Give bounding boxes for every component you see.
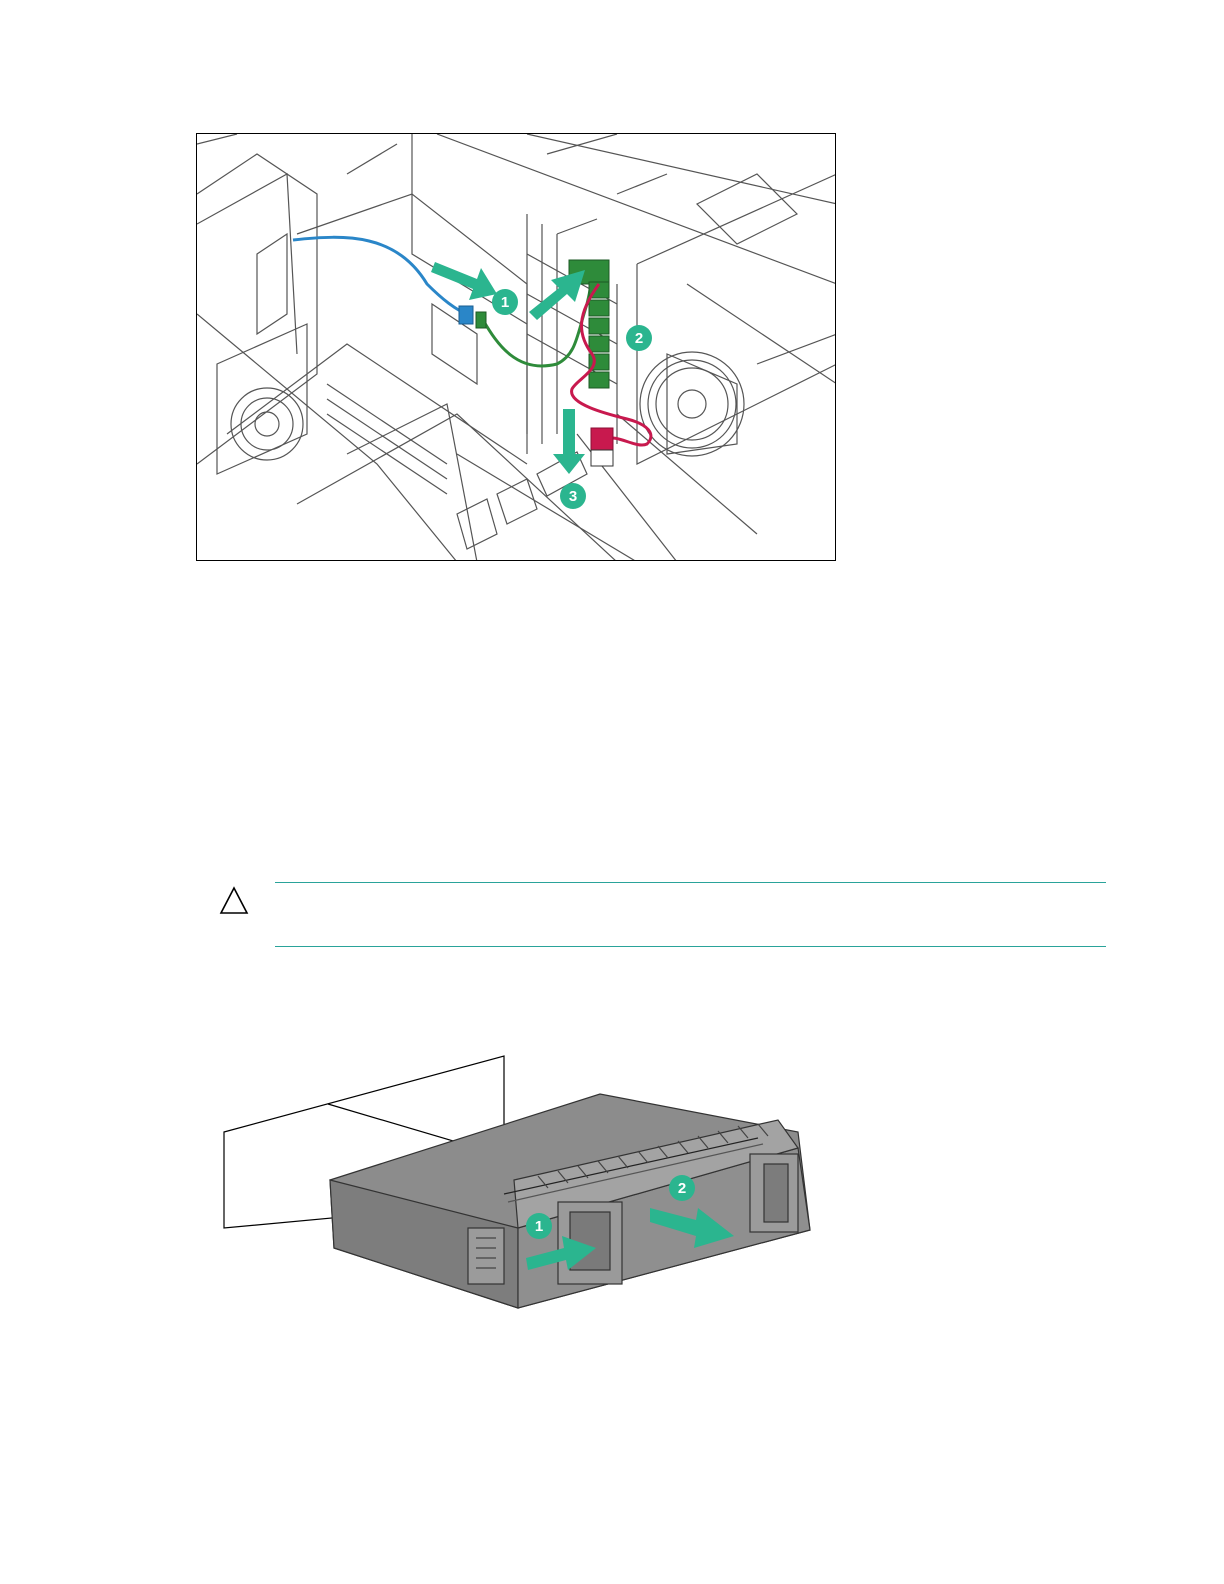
caution-triangle-icon: [218, 885, 250, 917]
svg-text:2: 2: [678, 1180, 686, 1197]
caution-bottom-rule: [275, 946, 1106, 947]
callout-1-badge: 1: [526, 1213, 552, 1239]
green-connector: [476, 312, 486, 328]
blue-connector: [459, 306, 473, 324]
callout-2-badge: 2: [626, 325, 652, 351]
red-cable: [572, 284, 651, 445]
cabling-illustration: 1 2 3: [197, 134, 836, 561]
sata-port: [591, 450, 613, 466]
svg-text:3: 3: [569, 488, 577, 505]
drive-blank-figure: 1 2: [218, 1052, 828, 1320]
red-connector: [591, 428, 613, 450]
svg-text:1: 1: [501, 294, 509, 311]
caution-top-rule: [275, 882, 1106, 883]
chassis-lineart: [197, 134, 836, 561]
svg-text:1: 1: [535, 1218, 543, 1235]
callout-1-badge: 1: [492, 289, 518, 315]
drive-blank-illustration: 1 2: [218, 1052, 828, 1320]
fan-illustration: [640, 352, 744, 456]
cabling-figure: 1 2 3: [196, 133, 836, 561]
svg-text:2: 2: [635, 330, 643, 347]
blue-cable: [293, 237, 462, 312]
rear-fan-grill: [231, 388, 303, 460]
arrow-3-icon: [553, 409, 585, 474]
callout-2-badge: 2: [669, 1175, 695, 1201]
arrow-1-icon: [431, 262, 497, 300]
callout-3-badge: 3: [560, 483, 586, 509]
